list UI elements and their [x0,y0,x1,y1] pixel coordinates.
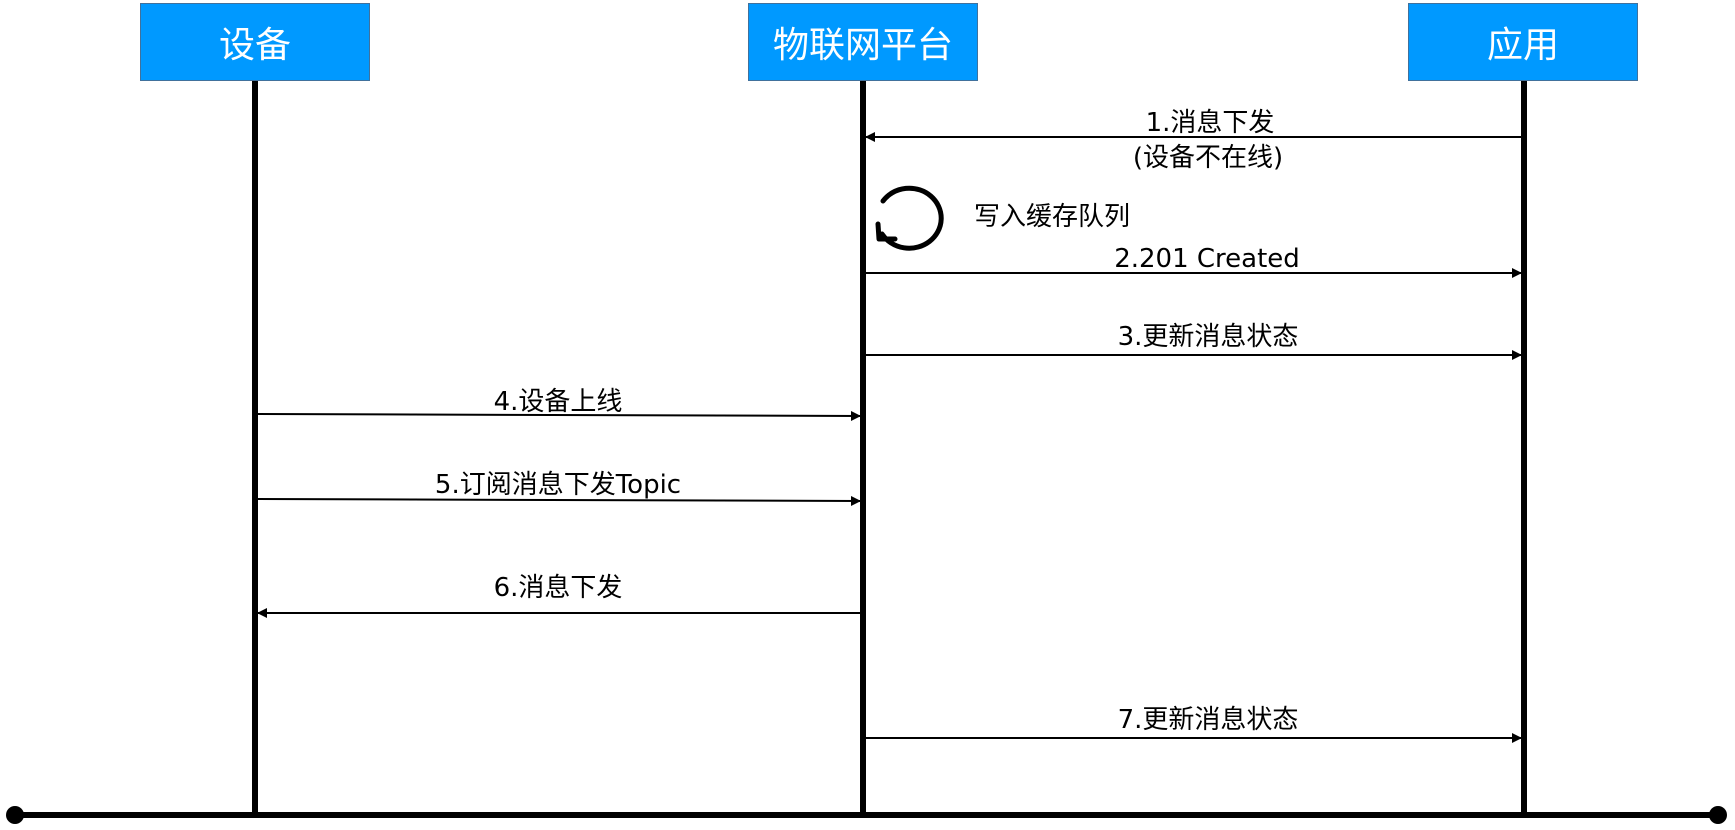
msg-2-label: 2.201 Created [1114,244,1300,274]
msg-5-label: 5.订阅消息下发Topic [434,470,682,500]
actor-application-label: 应用 [1486,25,1559,66]
baseline-end-dot [1709,806,1727,824]
arrow-msg-4 [257,410,861,421]
msg-4-label: 4.设备上线 [493,387,623,417]
arrow-msg-5 [257,495,861,506]
msg-1-sublabel: (设备不在线) [1132,143,1284,173]
msg-1-label: 1.消息下发 [1145,108,1275,138]
lifeline-device [252,81,258,815]
msg-7-label: 7.更新消息状态 [1117,705,1299,735]
lifeline-application [1521,81,1527,815]
loop-arrow-icon [875,185,944,251]
msg-3-label: 3.更新消息状态 [1117,322,1299,352]
baseline-start-dot [6,806,24,824]
msg-6-label: 6.消息下发 [493,573,623,603]
actor-device-label: 设备 [218,25,291,66]
actor-application: 应用 [1408,3,1638,81]
lifeline-iot-platform [860,81,866,815]
actor-iot-platform-label: 物联网平台 [772,25,953,66]
actor-device: 设备 [140,3,370,81]
timeline-baseline [15,812,1718,818]
self-action-label: 写入缓存队列 [974,202,1131,232]
actor-iot-platform: 物联网平台 [748,3,978,81]
